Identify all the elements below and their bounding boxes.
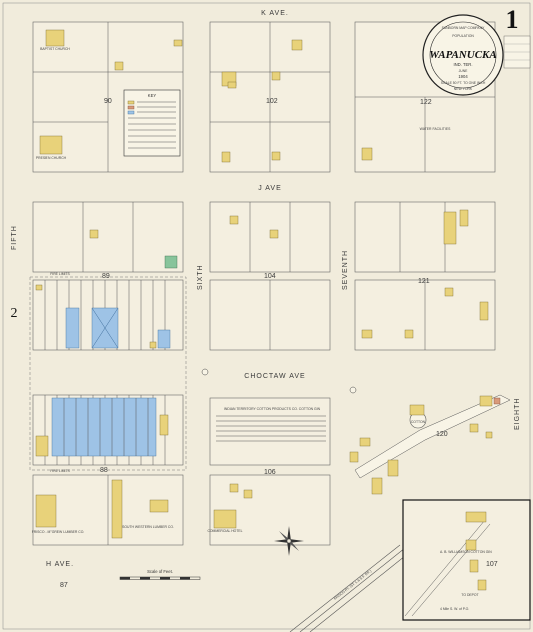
block-number-104: 104 <box>264 273 276 280</box>
scale-of-feet-label: Scale of Feet. <box>147 569 173 574</box>
block-number-87: 87 <box>60 582 68 589</box>
railroad-spur <box>354 394 511 479</box>
dwellings-top <box>39 29 489 339</box>
title-year: 1904 <box>458 74 468 79</box>
title-month: JUNE <box>459 69 469 73</box>
title-scale: SCALE 50 FT. TO ONE INCH <box>441 81 486 85</box>
baptist-church-label: BAPTIST CHURCH <box>40 47 70 51</box>
block-number-90: 90 <box>104 98 112 105</box>
title-publisher: NEW YORK <box>454 87 473 91</box>
street-j-ave: J AVE <box>258 185 282 192</box>
green-outbuilding <box>164 255 178 269</box>
inset-gin-building <box>465 511 487 523</box>
street-choctaw-ave: CHOCTAW AVE <box>244 373 305 380</box>
lumber-yard-1 <box>35 494 57 528</box>
cotton-products-label: INDIAN TERRITORY COTTON PRODUCTS CO. COT… <box>224 407 321 411</box>
street-eighth: EIGHTH <box>514 398 521 430</box>
lumber-yard-2 <box>111 479 123 539</box>
williamson-gin-label: A. B. WILLIAMSON COTTON GIN <box>440 550 492 554</box>
adjoining-sheet-number: 2 <box>11 306 18 321</box>
cotton-label: COTTON <box>411 420 426 424</box>
block-row-3 <box>32 255 496 351</box>
lumber-co-1-label: FRISCO - M°GREW LUMBER CO. <box>32 530 85 534</box>
presb-church-label: PRESB'N CHURCH <box>36 156 67 160</box>
street-h-ave: H AVE. <box>46 561 74 568</box>
key-title: KEY <box>148 93 157 98</box>
water-tank <box>201 368 209 376</box>
street-sixth: SIXTH <box>197 264 204 290</box>
block-number-120: 120 <box>436 431 448 438</box>
block-row-4 <box>32 394 359 466</box>
cotton-gin-complex <box>201 368 511 495</box>
compass-rose <box>274 526 304 556</box>
title-population: POPULATION <box>452 34 474 38</box>
lumber-co-2-label: SOUTH WESTERN LUMBER CO. <box>122 525 174 529</box>
presb-church-building <box>39 135 63 155</box>
key-box <box>123 89 181 157</box>
street-k-ave: K AVE. <box>261 10 289 17</box>
railroad-tracks <box>289 544 411 632</box>
title-company: SANBORN MAP COMPANY <box>442 26 486 30</box>
title-seal-outer <box>422 14 504 96</box>
block-107-label: 107 <box>486 561 498 568</box>
depot-label: TO DEPOT <box>461 593 478 597</box>
stone-row-main-street <box>51 397 157 457</box>
block-number-89: 89 <box>102 273 110 280</box>
block-number-102: 102 <box>266 98 278 105</box>
sheet-number: 1 <box>506 5 519 34</box>
stone-building-1 <box>65 307 80 349</box>
block-numbers: 90 102 122 89 104 121 88 106 120 87 <box>60 98 448 589</box>
title-state: IND. TER. <box>453 62 472 67</box>
block-number-122: 122 <box>420 99 432 106</box>
street-labels: K AVE. J AVE CHOCTAW AVE H AVE. FIFTH SI… <box>11 10 521 568</box>
street-seventh: SEVENTH <box>342 250 349 290</box>
legend-key: KEY <box>123 89 181 157</box>
fire-limits-label-2: FIRE LIMITS <box>50 469 70 473</box>
water-facilities-label: WATER FACILITIES <box>420 127 451 131</box>
scale-bar: Scale of Feet. <box>119 569 201 580</box>
baptist-church-building <box>45 29 65 47</box>
title-cartouche: SANBORN MAP COMPANY POPULATION WAPANUCKA… <box>422 14 531 96</box>
fire-limits-label-1: FIRE LIMITS <box>50 272 70 276</box>
block-89 <box>32 201 184 273</box>
block-number-88: 88 <box>100 467 108 474</box>
title-town: WAPANUCKA <box>429 49 496 61</box>
block-row-5 <box>32 474 331 546</box>
inset-map: 107 A. B. WILLIAMSON COTTON GIN 4 Mile S… <box>402 499 531 621</box>
inset-distance-label: 4 Mile S. W. of P.O. <box>440 607 469 611</box>
title-seal-inner <box>429 21 497 89</box>
block-121 <box>354 201 496 273</box>
cotton-products-block <box>209 397 331 466</box>
block-number-121: 121 <box>418 278 430 285</box>
commercial-hotel-label: COMMERCIAL HOTEL <box>207 529 242 533</box>
block-number-106: 106 <box>264 469 276 476</box>
block-row-2 <box>32 201 496 273</box>
street-fifth: FIFTH <box>11 225 18 250</box>
